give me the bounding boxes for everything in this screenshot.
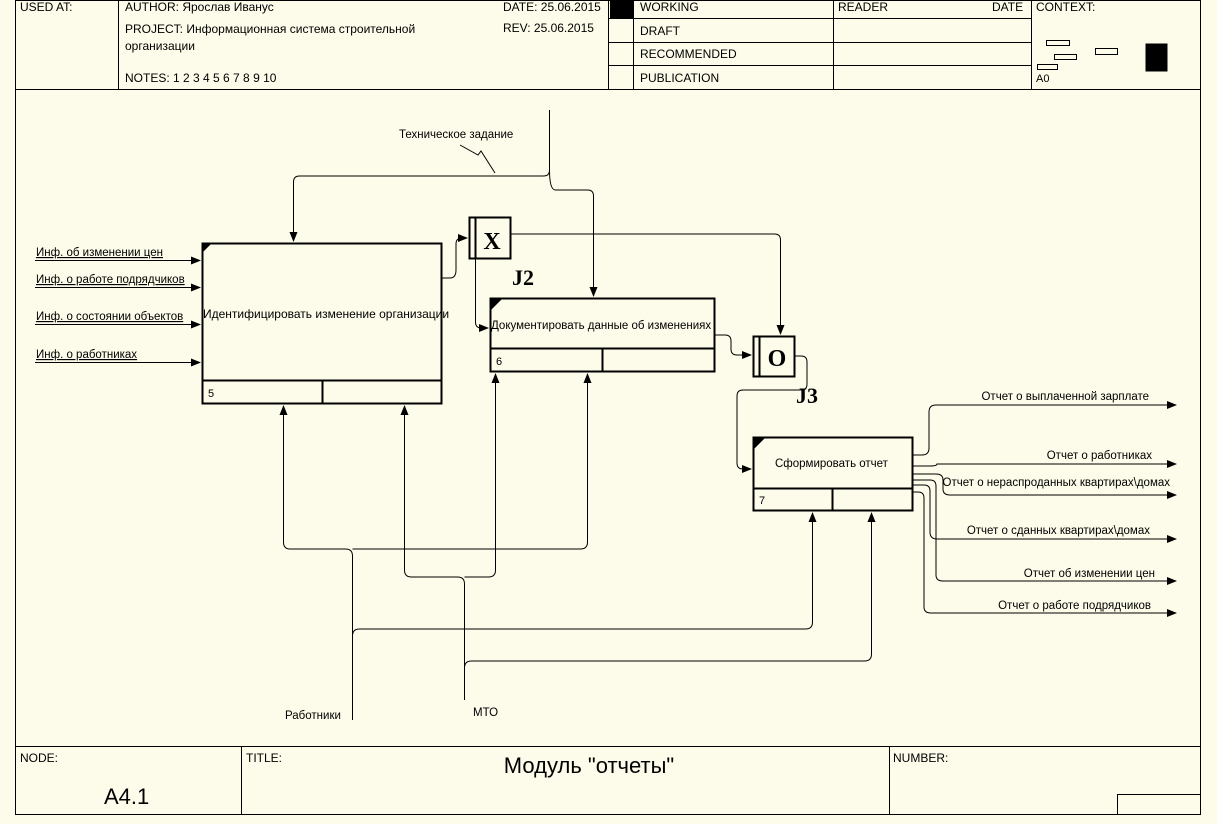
arrow-j2-to-j3	[510, 233, 785, 335]
input-label-objects-state: Инф. о состоянии объектов	[36, 311, 183, 323]
reader-label: READER	[838, 0, 888, 14]
box-6-label: Документировать данные об изменениях	[491, 320, 711, 332]
node-value: A4.1	[104, 784, 149, 809]
junction-j2[interactable]	[468, 216, 512, 260]
output-label-workers-report: Отчет о работниках	[1047, 450, 1153, 462]
notes-text: NOTES: 1 2 3 4 5 6 7 8 9 10	[125, 71, 277, 85]
status-working: WORKING	[640, 0, 699, 14]
box-5-number: 5	[208, 388, 214, 400]
title-label: TITLE:	[246, 751, 282, 765]
output-arrow-unsold-report	[913, 473, 1177, 499]
junction-j3[interactable]	[752, 335, 796, 378]
arrow-box6-to-j3	[715, 334, 752, 359]
working-status-marker	[610, 0, 633, 18]
box-5-label: Идентифицировать изменение организации	[203, 307, 449, 321]
project-text: PROJECT: Информационная система строител…	[125, 22, 415, 36]
author-text: AUTHOR: Ярослав Иванус	[125, 0, 274, 14]
output-label-delivered-report: Отчет о сданных квартирах\домах	[967, 525, 1150, 537]
mechanism-workers-to-box6	[352, 373, 592, 550]
output-label-unsold-report: Отчет о нераспроданных квартирах\домах	[943, 477, 1171, 489]
diagram-title: Модуль "отчеты"	[504, 753, 674, 778]
activity-box-6[interactable]	[489, 297, 716, 373]
used-at-label: USED AT:	[20, 0, 72, 14]
input-label-workers-info: Инф. о работниках	[36, 349, 137, 361]
node-label: NODE:	[20, 751, 58, 765]
footer-block	[15, 746, 1201, 815]
mechanism-mto-to-box7	[464, 512, 876, 669]
context-node-label: A0	[1036, 73, 1049, 85]
project-text-cont: организации	[125, 39, 195, 53]
output-arrow-contractors-report	[913, 491, 1177, 617]
input-label-price-change: Инф. об изменении цен	[36, 247, 163, 259]
arrow-j2-to-box6	[475, 258, 489, 332]
output-arrow-salary-report	[913, 401, 1177, 456]
control-label-squiggle	[459, 144, 496, 174]
rev-text: REV: 25.06.2015	[503, 21, 594, 35]
junction-j3-symbol: O	[768, 346, 787, 372]
status-draft: DRAFT	[640, 24, 681, 38]
status-publication: PUBLICATION	[640, 71, 719, 85]
mechanism-label-mto: МТО	[473, 707, 498, 719]
output-label-salary-report: Отчет о выплаченной зарплате	[981, 391, 1149, 403]
junction-j2-label: J2	[512, 265, 534, 290]
mechanism-mto-to-box6	[464, 373, 500, 578]
output-arrow-workers-report	[913, 460, 1177, 468]
mechanism-workers-to-box5	[279, 405, 353, 720]
output-label-contractors-report: Отчет о работе подрядчиков	[998, 600, 1151, 612]
control-arrow-to-box-6	[549, 169, 598, 297]
box-7-number: 7	[759, 495, 765, 507]
junction-j2-symbol: X	[483, 229, 501, 255]
reader-date-label: DATE	[992, 0, 1023, 14]
output-arrow-delivered-report	[913, 484, 1177, 543]
box-7-label: Сформировать отчет	[775, 458, 889, 470]
context-thumbnail	[1037, 40, 1168, 72]
context-label: CONTEXT:	[1036, 0, 1095, 14]
status-recommended: RECOMMENDED	[640, 47, 737, 61]
input-label-contractors: Инф. о работе подрядчиков	[36, 274, 185, 286]
number-label: NUMBER:	[893, 751, 948, 765]
output-label-price-report: Отчет об изменении цен	[1024, 568, 1155, 580]
mechanism-workers-to-box7	[352, 512, 817, 637]
activity-box-5[interactable]	[201, 242, 443, 405]
header-block	[15, 0, 1201, 90]
sheet-frame	[15, 0, 1201, 815]
output-arrow-price-report	[913, 479, 1177, 585]
activity-box-7[interactable]	[752, 436, 914, 512]
arrow-box5-to-j2	[442, 234, 468, 279]
control-label-tech-spec: Техническое задание	[399, 129, 513, 141]
arrow-j3-to-box7	[736, 355, 808, 473]
date-text: DATE: 25.06.2015	[503, 0, 601, 14]
mechanism-label-workers: Работники	[285, 710, 341, 722]
junction-j3-label: J3	[796, 383, 818, 408]
box-6-number: 6	[496, 356, 502, 368]
mechanism-mto-to-box5	[400, 405, 465, 700]
